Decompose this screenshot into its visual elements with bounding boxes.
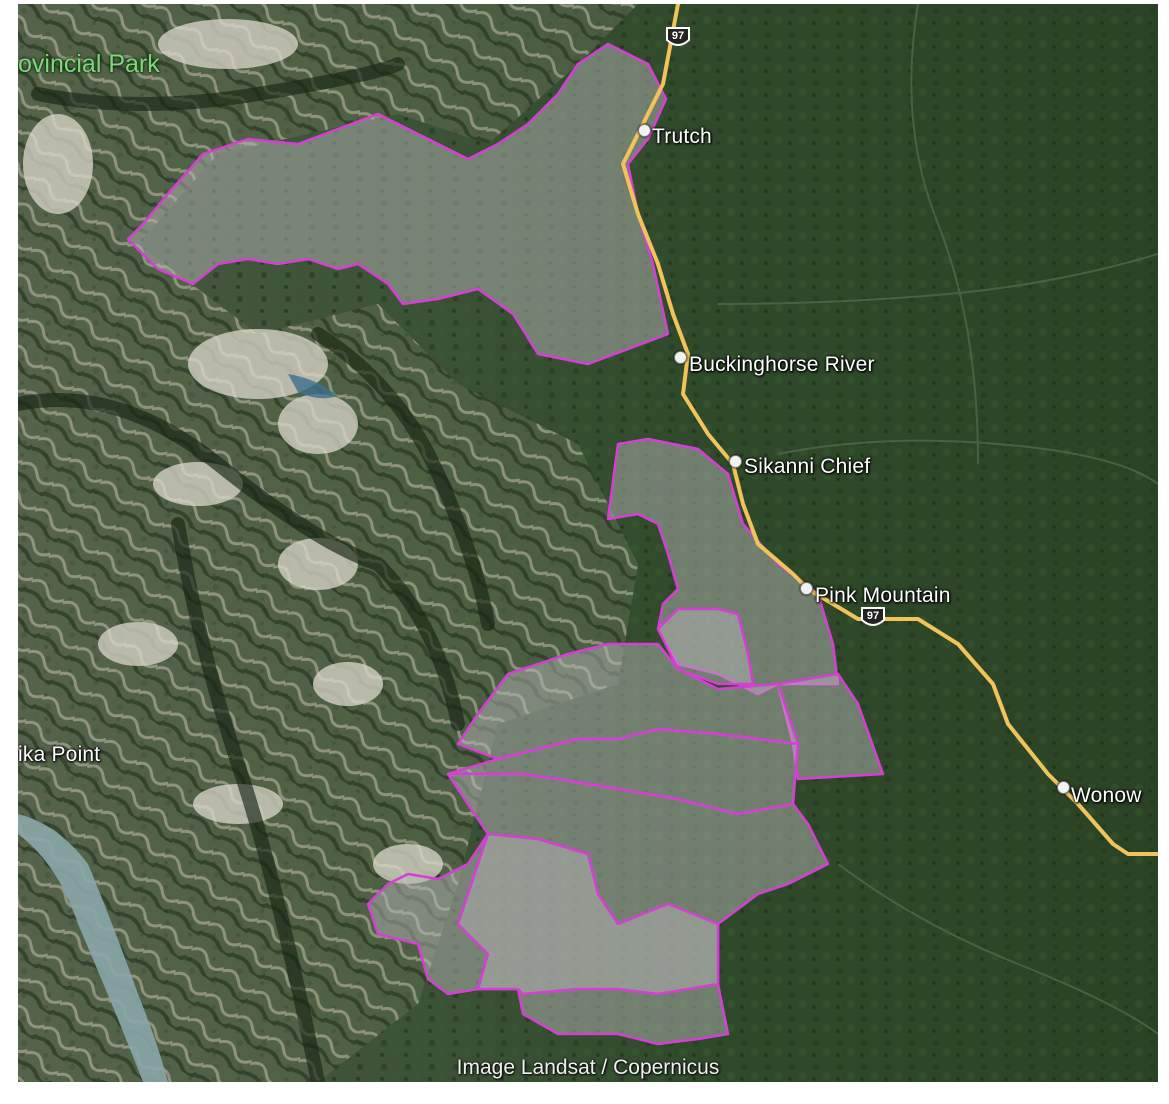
- river: [18, 814, 168, 1082]
- place-label-trutch[interactable]: Trutch: [652, 125, 712, 148]
- map-view[interactable]: ovincial Park 97 97 Trutch Buckinghorse …: [18, 4, 1158, 1082]
- place-label-sikanni-chief[interactable]: Sikanni Chief: [744, 455, 871, 478]
- highway-97-shield-north: 97: [665, 26, 691, 50]
- place-pin-buckinghorse-river[interactable]: [674, 351, 687, 364]
- park-label: ovincial Park: [18, 50, 160, 78]
- place-pin-pink-mountain[interactable]: [800, 582, 813, 595]
- highway-number: 97: [671, 30, 685, 42]
- valleys: [18, 57, 495, 1082]
- creeks: [717, 4, 1158, 1035]
- imagery-attribution: Image Landsat / Copernicus: [456, 1056, 720, 1079]
- boundary-polygons[interactable]: [126, 42, 885, 1046]
- mid-unit[interactable]: [656, 607, 755, 686]
- highway-shield-icon: [861, 607, 885, 626]
- south-inner-unit[interactable]: [456, 832, 720, 996]
- place-label-buckinghorse-river[interactable]: Buckinghorse River: [689, 353, 875, 376]
- satellite-imagery[interactable]: [18, 4, 1158, 1082]
- place-label-pink-mountain[interactable]: Pink Mountain: [815, 584, 951, 607]
- place-pin-trutch[interactable]: [638, 124, 651, 137]
- small-lake: [288, 374, 338, 399]
- place-pin-wonowon[interactable]: [1057, 781, 1070, 794]
- place-label-ika-point[interactable]: ika Point: [18, 743, 101, 766]
- highway-97-shield-south: 97: [860, 606, 886, 630]
- highway-97[interactable]: [621, 4, 1158, 856]
- place-label-wonowon[interactable]: Wonow: [1071, 784, 1142, 807]
- highway-number: 97: [866, 610, 880, 622]
- highway-shield-icon: [666, 27, 690, 46]
- north-unit[interactable]: [126, 42, 670, 366]
- place-pin-sikanni-chief[interactable]: [729, 455, 742, 468]
